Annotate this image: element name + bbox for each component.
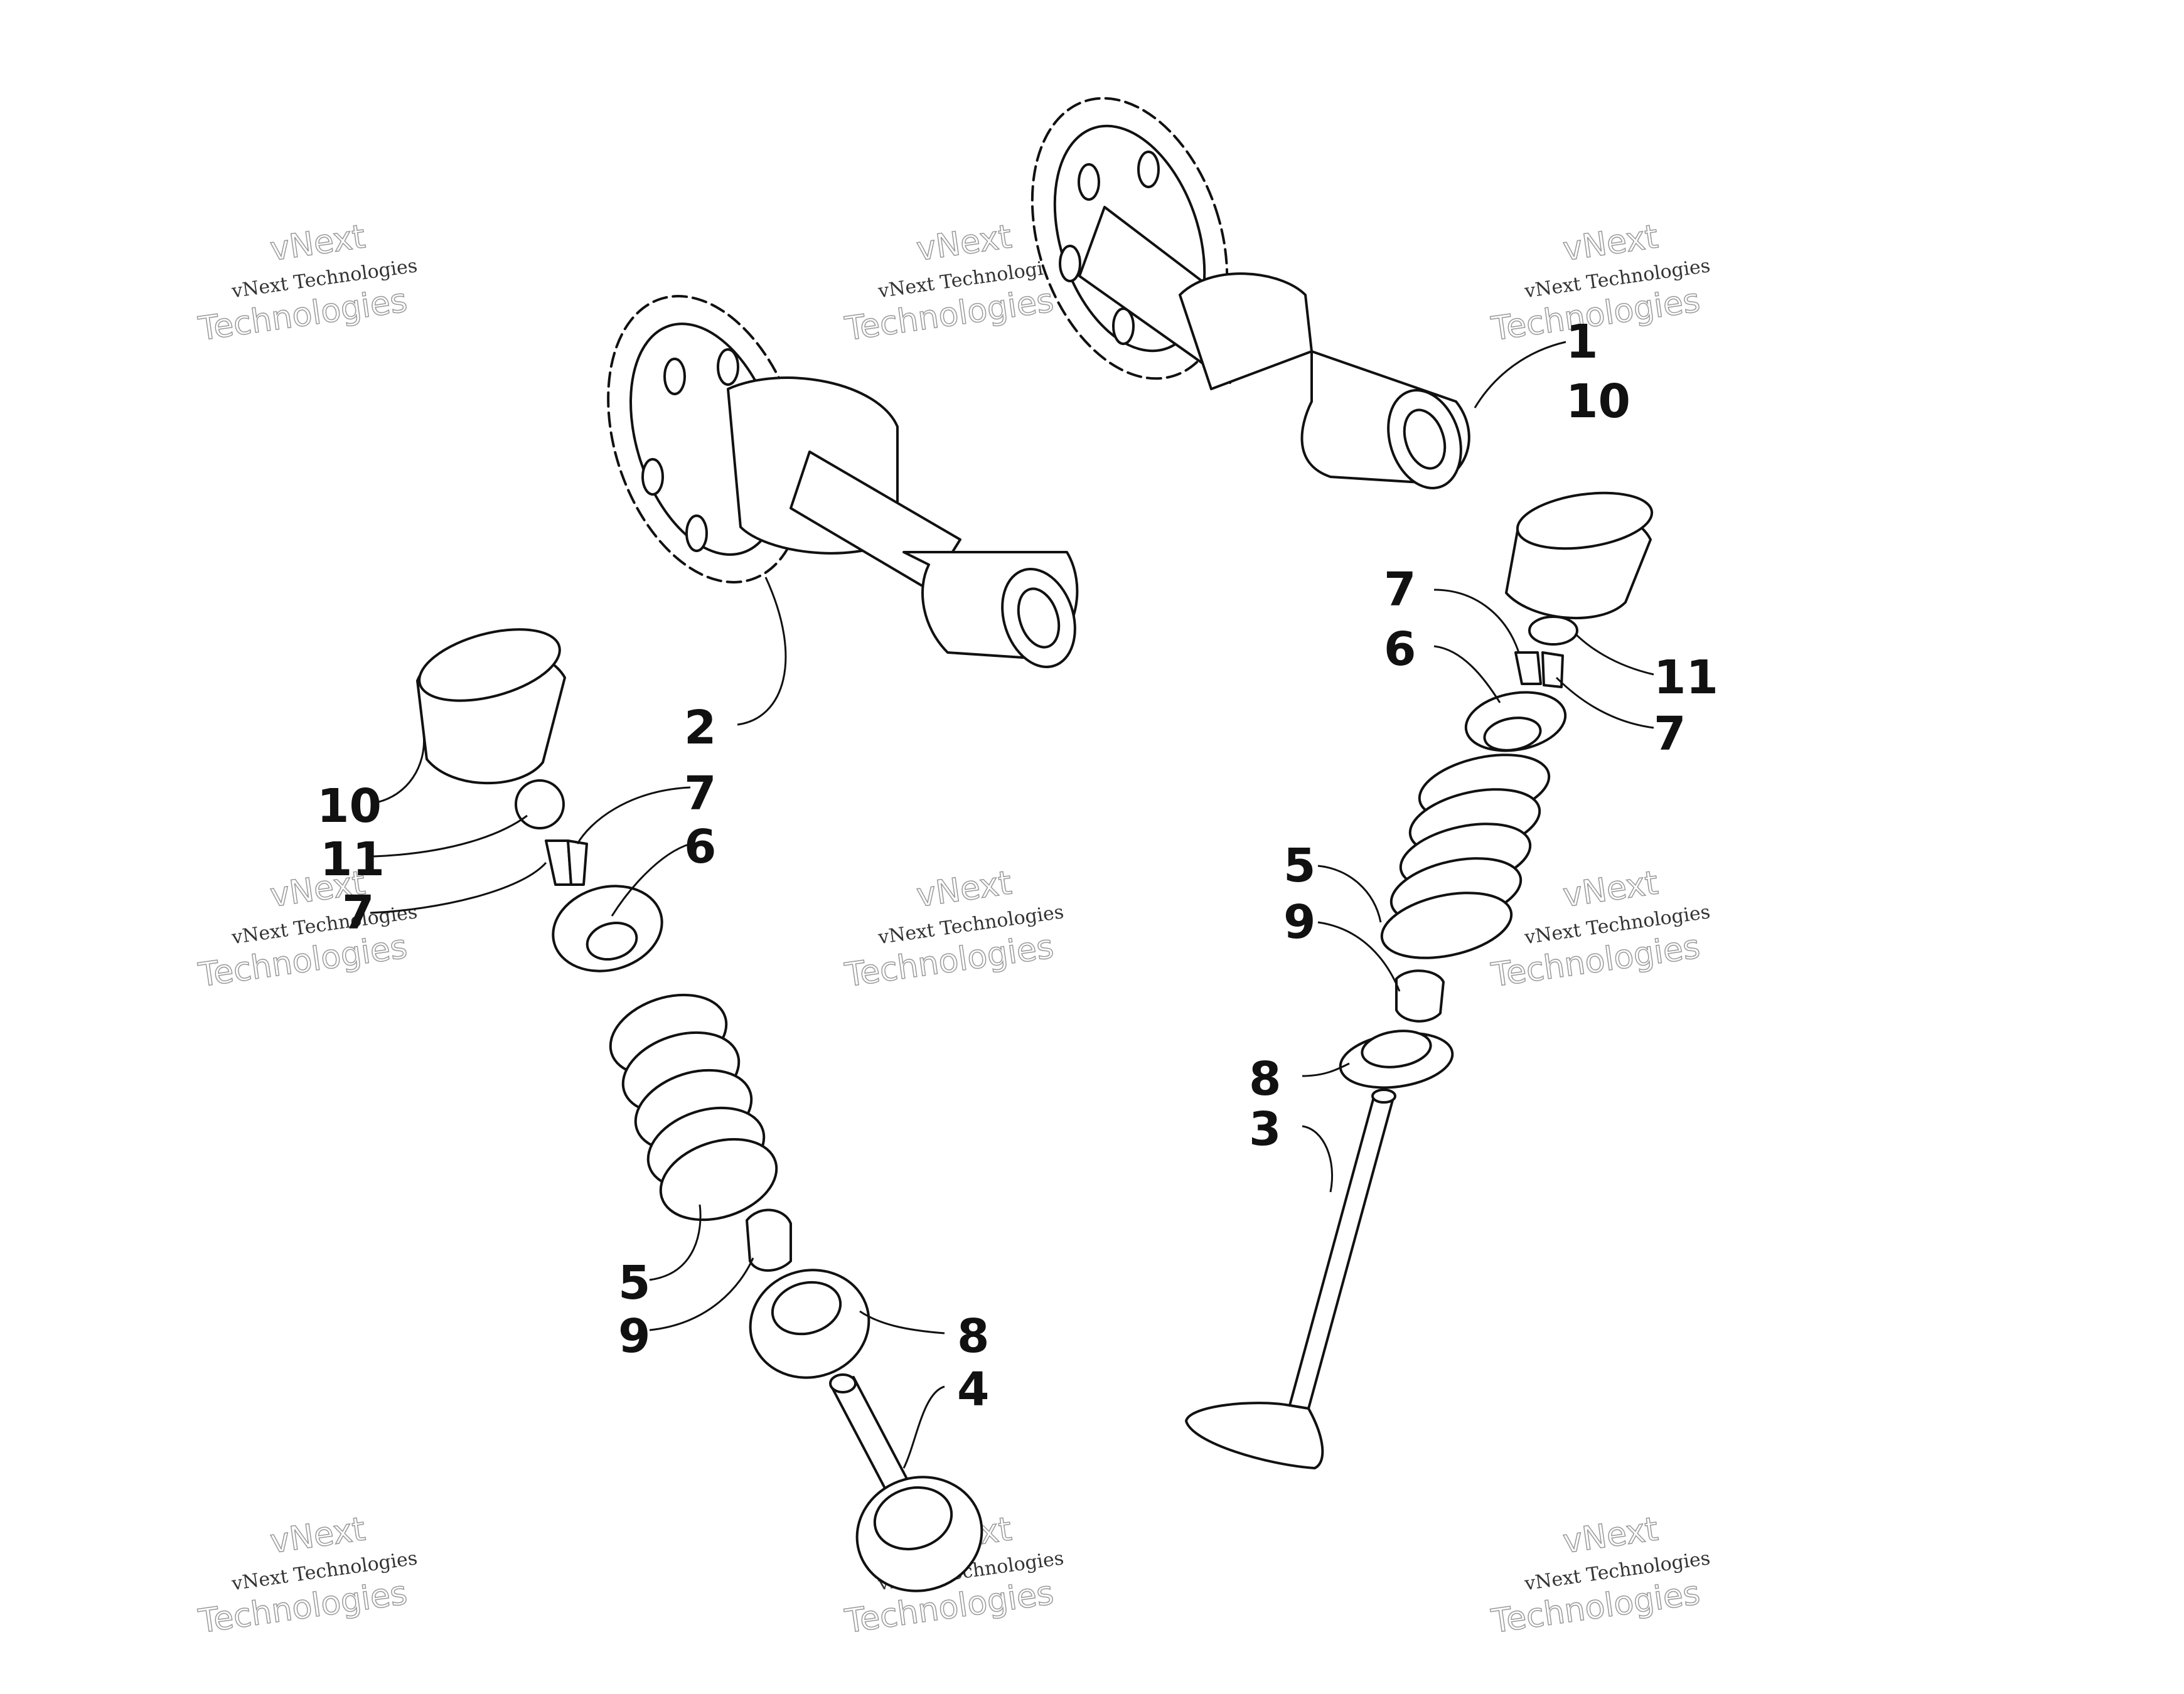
leader-7-right-upper xyxy=(1433,589,1520,653)
valve-keeper xyxy=(567,839,588,886)
tappet-top xyxy=(418,628,561,702)
valve-face xyxy=(873,1486,953,1551)
watermark-1: vNext vNext Technologies Technologies xyxy=(196,218,419,349)
shim xyxy=(1528,615,1578,646)
spring-seat-bore xyxy=(1361,1030,1432,1068)
leader-5-right xyxy=(1317,865,1382,923)
retainer-bore xyxy=(1483,716,1542,752)
svg-text:vNext: vNext xyxy=(268,1510,368,1561)
leader-9-right xyxy=(1317,921,1401,992)
callout-5-right: 5 xyxy=(1283,839,1316,893)
callout-10-right: 10 xyxy=(1566,375,1630,429)
valve-head xyxy=(1185,1402,1324,1469)
valve-stem-seal xyxy=(746,1208,792,1272)
valve-spring xyxy=(1380,754,1551,959)
leader-11-left xyxy=(373,814,528,858)
sprocket-hole xyxy=(685,514,708,552)
callout-7-right-lower: 7 xyxy=(1654,707,1686,761)
camshaft-exhaust xyxy=(1030,97,1470,489)
callout-7-left-lower: 7 xyxy=(342,886,375,940)
leader-7-left-lower xyxy=(370,862,547,914)
valve-stem xyxy=(1288,1094,1394,1410)
left-valve-assembly xyxy=(416,628,983,1592)
tappet-top xyxy=(1516,491,1654,550)
callout-8-right: 8 xyxy=(1249,1052,1282,1106)
watermark-9: vNext vNext Technologies Technologies xyxy=(1489,1510,1712,1641)
svg-text:vNext: vNext xyxy=(268,218,368,269)
svg-text:vNext: vNext xyxy=(1561,218,1661,269)
callout-10-left: 10 xyxy=(317,779,382,833)
leader-11-right xyxy=(1574,632,1654,676)
leader-2 xyxy=(737,577,787,726)
valve-spring xyxy=(609,993,778,1222)
callout-11-left: 11 xyxy=(320,833,385,887)
callout-2: 2 xyxy=(684,701,717,755)
camshaft-intake xyxy=(607,295,1079,668)
leader-10-left xyxy=(373,733,426,804)
valve-keeper xyxy=(1514,651,1542,685)
leader-3 xyxy=(1302,1125,1334,1193)
callout-6-left: 6 xyxy=(684,820,717,874)
callout-3: 3 xyxy=(1249,1102,1282,1156)
valve-tip xyxy=(1371,1089,1396,1104)
callout-4: 4 xyxy=(957,1363,990,1417)
watermark-3: vNext vNext Technologies Technologies xyxy=(1489,218,1712,349)
shim xyxy=(515,779,565,829)
callout-7-left-upper: 7 xyxy=(684,767,717,821)
svg-text:vNext: vNext xyxy=(914,218,1014,269)
watermark-5: vNext vNext Technologies Technologies xyxy=(842,864,1066,995)
callout-1: 1 xyxy=(1566,315,1598,369)
sprocket-hole xyxy=(1137,151,1160,188)
watermark-7: vNext vNext Technologies Technologies xyxy=(196,1510,419,1641)
spring-seat-bore xyxy=(771,1281,842,1336)
sprocket-hole xyxy=(717,348,739,386)
callout-6-right: 6 xyxy=(1384,622,1416,676)
watermark-4: vNext vNext Technologies Technologies xyxy=(196,864,419,995)
leader-lines xyxy=(370,341,1654,1469)
leader-7-right-lower xyxy=(1555,676,1654,729)
sprocket-hole xyxy=(663,358,686,395)
valve-stem-seal xyxy=(1395,969,1445,1023)
valve-tip xyxy=(829,1373,857,1393)
leader-4 xyxy=(902,1385,945,1469)
sprocket-hole xyxy=(641,458,664,496)
leader-7-left-upper xyxy=(576,786,691,844)
callout-8-left: 8 xyxy=(957,1309,990,1363)
sprocket-hole xyxy=(1059,245,1081,282)
leader-6-left xyxy=(611,843,691,917)
svg-text:vNext: vNext xyxy=(914,864,1014,915)
sprocket-hole xyxy=(1112,307,1135,345)
leader-8-right xyxy=(1302,1062,1350,1077)
cam-bore xyxy=(1017,587,1061,649)
retainer-bore xyxy=(586,922,638,961)
callout-9-right: 9 xyxy=(1283,895,1316,949)
watermark-2: vNext vNext Technologies Technologies xyxy=(842,218,1066,349)
sprocket-hole xyxy=(1078,163,1100,201)
leader-8-left xyxy=(859,1310,945,1334)
leader-1 xyxy=(1474,341,1566,408)
callout-11-right: 11 xyxy=(1654,651,1718,705)
svg-text:vNext: vNext xyxy=(1561,1510,1661,1561)
leader-9-left xyxy=(649,1257,754,1331)
leader-5-left xyxy=(649,1204,702,1281)
cam-bore xyxy=(1403,408,1447,470)
cam-lobe xyxy=(1179,272,1313,390)
right-valve-assembly xyxy=(1185,491,1654,1469)
callout-9-left: 9 xyxy=(618,1309,651,1363)
svg-text:vNext: vNext xyxy=(1561,864,1661,915)
leader-6-right xyxy=(1433,645,1501,703)
callout-7-right-upper: 7 xyxy=(1384,563,1416,617)
callouts: 1 10 7 6 11 7 5 9 8 3 2 10 7 11 6 7 5 9 … xyxy=(317,315,1718,1417)
callout-5-left: 5 xyxy=(618,1256,651,1310)
